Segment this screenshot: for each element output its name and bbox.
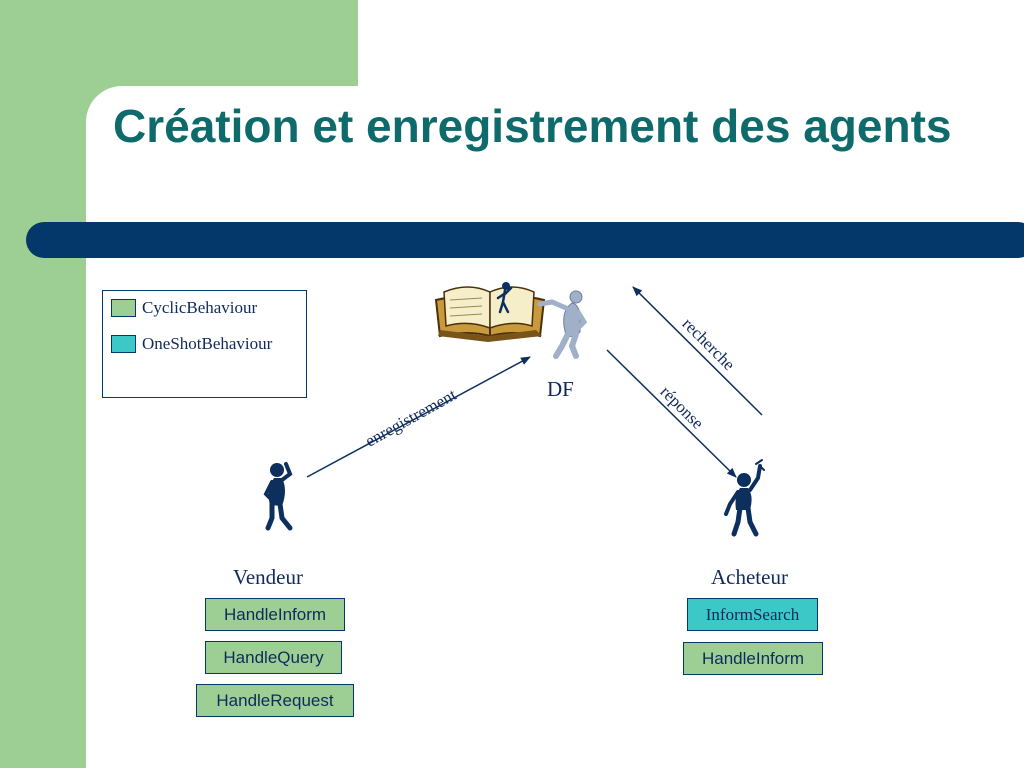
arrow-enregistrement bbox=[306, 356, 531, 478]
behaviour-vendeur-handlequery: HandleQuery bbox=[205, 641, 342, 674]
legend-label-cyclic: CyclicBehaviour bbox=[142, 298, 258, 317]
arrow-recherche bbox=[632, 286, 763, 416]
arrow-reponse bbox=[606, 349, 737, 478]
waving-person-icon bbox=[724, 459, 765, 537]
legend-swatch-oneshot bbox=[111, 335, 136, 353]
df-label: DF bbox=[547, 377, 574, 401]
legend-item-cyclic: CyclicBehaviour bbox=[111, 298, 257, 318]
behaviour-acheteur-handleinform: HandleInform bbox=[683, 642, 823, 675]
slide-title: Création et enregistrement des agents bbox=[113, 100, 952, 152]
legend: CyclicBehaviour OneShotBehaviour bbox=[102, 290, 307, 398]
title-bar bbox=[26, 222, 1024, 258]
book-icon bbox=[434, 282, 546, 342]
legend-swatch-cyclic bbox=[111, 299, 136, 317]
df-person-icon bbox=[537, 290, 588, 359]
vendeur-label: Vendeur bbox=[233, 565, 303, 589]
behaviour-vendeur-handleinform: HandleInform bbox=[205, 598, 345, 631]
legend-label-oneshot: OneShotBehaviour bbox=[142, 334, 273, 353]
behaviour-vendeur-handlerequest: HandleRequest bbox=[196, 684, 354, 717]
thinking-person-icon bbox=[263, 462, 293, 531]
behaviour-acheteur-informsearch: InformSearch bbox=[687, 598, 818, 631]
acheteur-label: Acheteur bbox=[711, 565, 788, 589]
legend-item-oneshot: OneShotBehaviour bbox=[111, 334, 272, 354]
